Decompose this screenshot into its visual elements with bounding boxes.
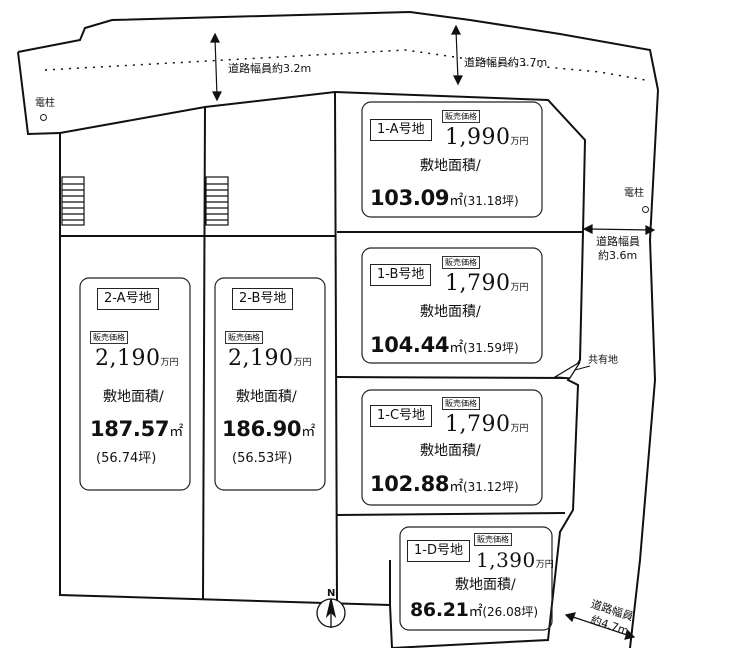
dimension-arrows [210,24,656,640]
info-box-1b [361,247,543,364]
lot-1b-price: 1,790万円 [445,271,529,296]
lot-1a-area-label: 敷地面積/ [420,158,481,174]
lot-1d-price-tag: 販売価格 [474,533,512,546]
lot-1a-price-tag: 販売価格 [442,110,480,123]
road-width-north-west: 道路幅員約3.2m [228,62,312,75]
road-edge-north [17,10,659,91]
lot-line-1c-1d [336,512,566,516]
lot-1c-label: 1-C号地 [370,405,433,427]
lot-2b-tsubo: (56.53坪) [232,451,293,466]
lot-2b-area: 186.90㎡ [222,417,315,441]
lot-1a-label: 1-A号地 [370,119,432,141]
road-width-east-line1: 道路幅員 [596,235,640,248]
lot-2a-area-label: 敷地面積/ [103,389,164,405]
lot-1b-price-tag: 販売価格 [442,256,480,269]
info-box-2a [79,277,191,491]
lot-2a-price: 2,190万円 [95,346,179,371]
road-width-north-east: 道路幅員約3.7m [464,56,548,69]
lot-line-2b-1x [334,91,338,606]
info-box-2b [214,277,326,491]
lot-2a-tsubo: (56.74坪) [96,451,157,466]
lot-1c-price-tag: 販売価格 [442,397,480,410]
lot-1b-area-label: 敷地面積/ [420,304,481,320]
road-edge-east [629,89,659,648]
utility-pole-icon-east [642,206,649,213]
lot-1d-price: 1,390万円 [476,548,554,572]
lot-1c-price: 1,790万円 [445,412,529,437]
lot-line-2a-2b [202,106,206,601]
utility-pole-icon-west [40,114,47,121]
info-box-1c [361,389,543,506]
lot-2a-label: 2-A号地 [97,288,159,310]
lot-2b-label: 2-B号地 [232,288,294,310]
lot-1a-price: 1,990万円 [445,125,529,150]
lot-1c-area: 102.88㎡(31.12坪) [370,472,519,496]
road-width-east-line2: 約3.6m [598,249,638,262]
lot-line-1b-1c [336,376,571,379]
compass-letter: N [327,588,336,599]
lot-2b-price: 2,190万円 [228,346,312,371]
info-box-1d [399,526,553,631]
lot-1b-label: 1-B号地 [370,264,432,286]
utility-pole-label-west: 電柱 [35,98,55,109]
lot-1b-area: 104.44㎡(31.59坪) [370,333,519,357]
lot-2a-price-tag: 販売価格 [90,331,128,344]
road-dashed-line [44,49,646,81]
lot-1a-area: 103.09㎡(31.18坪) [370,186,519,210]
north-compass-icon [316,598,346,628]
lot-1d-area-label: 敷地面積/ [455,577,516,593]
shared-land-label: 共有地 [588,355,618,366]
stairs-2a [61,176,85,226]
utility-pole-label-east: 電柱 [624,188,644,199]
lot-2b-price-tag: 販売価格 [225,331,263,344]
info-box-1a [361,101,543,218]
lot-2a-area: 187.57㎡ [90,417,183,441]
lot-2b-area-label: 敷地面積/ [236,389,297,405]
lot-1d-label: 1-D号地 [407,540,470,562]
lot-1c-area-label: 敷地面積/ [420,443,481,459]
stairs-2b [205,176,229,226]
road-edge-west [17,51,61,136]
lot-1d-area: 86.21㎡(26.08坪) [410,599,539,621]
